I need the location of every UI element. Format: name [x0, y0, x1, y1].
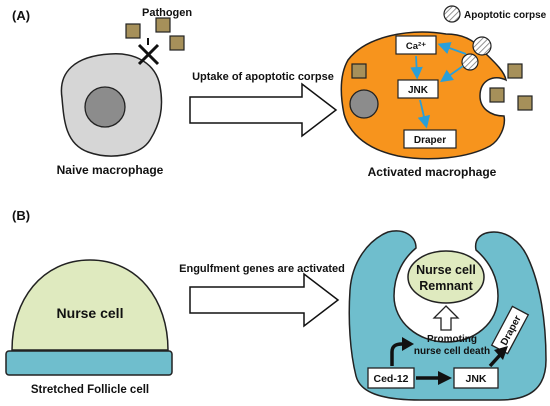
pathogen	[489, 87, 505, 103]
promoting-up-arrow	[432, 305, 460, 331]
engulfment-label: Engulfment genes are activated	[179, 263, 345, 275]
panel-a-label: (A)	[12, 8, 30, 23]
process-arrow-a	[189, 82, 338, 138]
signal-arrow	[437, 42, 467, 55]
ced12-box	[367, 367, 415, 389]
follicle-cell-caption: Stretched Follicle cell	[31, 384, 149, 396]
promoting-line1: Promoting	[427, 334, 477, 345]
signal-arrow	[417, 99, 431, 129]
apoptotic-corpse-icon	[472, 36, 492, 56]
pathogen	[169, 35, 185, 51]
remnant-label-line1: Nurse cell	[416, 263, 476, 277]
naive-macrophage-caption: Naive macrophage	[57, 163, 164, 177]
nurse-cell	[11, 259, 169, 351]
stretched-follicle-cell	[5, 350, 173, 376]
draper-box	[403, 129, 457, 149]
nurse-cell-remnant	[407, 250, 485, 304]
ced12-to-jnk-arrow	[416, 371, 452, 385]
activated-macrophage-caption: Activated macrophage	[368, 165, 497, 179]
uptake-label: Uptake of apoptotic corpse	[192, 71, 334, 83]
nurse-cell-label: Nurse cell	[57, 305, 124, 321]
block-icon	[137, 38, 160, 66]
jnk-to-draper-arrow	[488, 346, 508, 368]
pathogen	[507, 63, 523, 79]
ca-box	[395, 35, 437, 55]
pathogen	[351, 63, 367, 79]
process-arrow-b	[189, 272, 340, 328]
draper-label: Draper	[414, 135, 446, 146]
ca-label: Ca²⁺	[406, 41, 426, 52]
pathogen	[155, 17, 171, 33]
promoting-line2: nurse cell death	[414, 346, 490, 357]
signal-arrow	[440, 65, 464, 83]
jnk-b-label: JNK	[465, 373, 486, 385]
jnk-box	[397, 79, 439, 99]
panel-b-label: (B)	[12, 208, 30, 223]
apoptotic-corpse-icon	[461, 53, 479, 71]
naive-nucleus	[84, 86, 126, 128]
jnk-b-box	[453, 367, 499, 389]
apoptotic-corpse-legend-icon	[443, 5, 461, 23]
activated-nucleus	[349, 89, 379, 119]
pathogen	[517, 95, 533, 111]
apoptotic-corpse-label: Apoptotic corpse	[464, 10, 547, 21]
pathogen-label: Pathogen	[142, 7, 192, 19]
pathogen	[125, 23, 141, 39]
jnk-label: JNK	[408, 85, 429, 96]
signal-arrow	[410, 55, 423, 80]
remnant-label-line2: Remnant	[419, 279, 473, 293]
ced12-promoting-arrow	[390, 337, 414, 366]
ced12-label: Ced-12	[373, 373, 408, 385]
